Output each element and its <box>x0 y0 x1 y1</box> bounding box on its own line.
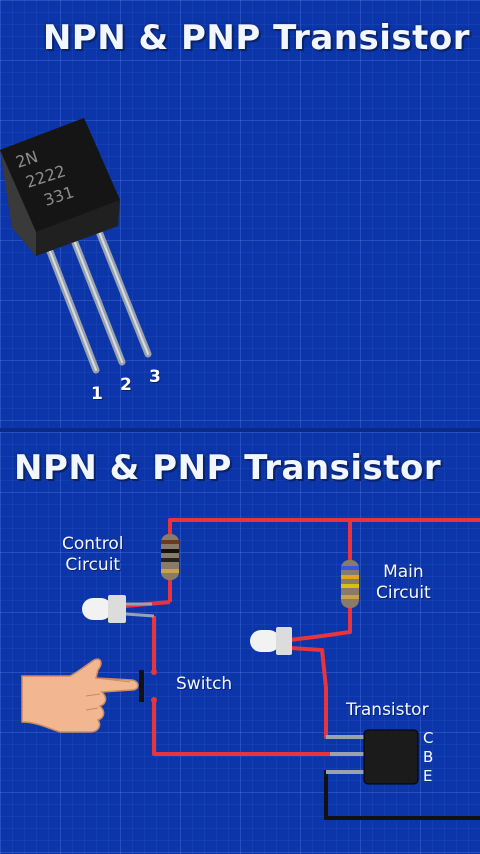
transistor-photo-panel: NPN & PNP Transistor 2N 2222 331 1 2 3 <box>0 0 480 428</box>
panel-title: NPN & PNP Transistor <box>14 448 442 488</box>
main-circuit-line-2: Circuit <box>376 583 431 603</box>
main-led <box>250 627 292 655</box>
terminal-e: E <box>423 767 432 785</box>
terminal-c: C <box>423 729 433 747</box>
control-circuit-line-1: Control <box>62 534 124 554</box>
main-circuit-label: Main Circuit <box>376 562 431 604</box>
pin-label-2: 2 <box>120 375 132 395</box>
control-return-wire <box>152 700 330 756</box>
main-resistor <box>341 560 359 608</box>
control-circuit-line-2: Circuit <box>65 555 121 575</box>
circuit-diagram: C B E <box>21 518 480 820</box>
hand-pointer <box>21 658 139 733</box>
terminal-b: B <box>423 748 433 766</box>
control-circuit-label: Control Circuit <box>62 534 123 576</box>
transistor-terminals: C B E <box>423 729 433 785</box>
switch-symbol <box>139 669 157 703</box>
panel-title: NPN & PNP Transistor <box>42 18 470 58</box>
transistor-leads <box>326 735 366 774</box>
transistor-label: Transistor <box>346 700 429 720</box>
transistor-legs <box>40 220 152 374</box>
transistor-symbol <box>363 729 419 785</box>
transistor-body <box>0 118 120 256</box>
transistor-illustration: 2N 2222 331 <box>0 118 152 374</box>
panel-divider <box>0 428 480 432</box>
pin-label-1: 1 <box>91 384 103 404</box>
control-led <box>82 595 155 623</box>
control-resistor <box>161 534 179 580</box>
main-led-wire <box>289 646 362 739</box>
circuit-diagram-panel: NPN & PNP Transistor <box>0 432 480 854</box>
pin-label-3: 3 <box>149 367 161 387</box>
main-circuit-line-1: Main <box>383 562 424 582</box>
top-rail-wire <box>168 518 480 602</box>
switch-label: Switch <box>176 674 233 694</box>
